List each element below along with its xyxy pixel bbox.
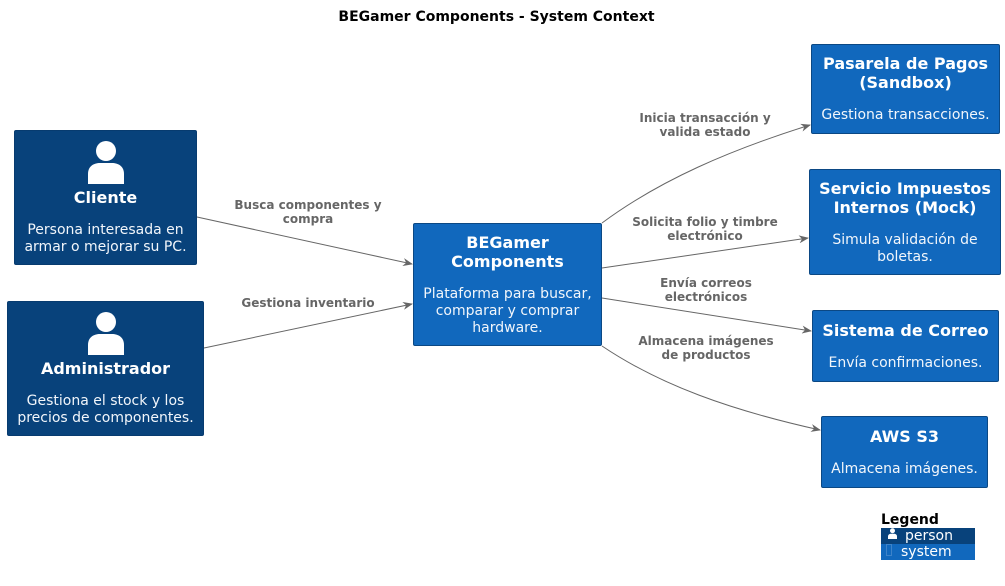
- name-line: AWS S3: [869, 426, 940, 446]
- desc-line: hardware.: [472, 319, 543, 336]
- node-name: BEGamer Components: [451, 233, 564, 271]
- edge-label-line: Inicia transacción y: [639, 111, 771, 125]
- legend-item-person: person: [881, 528, 975, 544]
- edge-label-line: Solicita folio y timbre: [632, 215, 778, 229]
- legend: Legend person system: [881, 512, 975, 560]
- node-administrador[interactable]: Administrador Gestiona el stock y los pr…: [7, 301, 204, 436]
- edge-label-begamer-correo: Envía correos electrónicos: [660, 276, 752, 304]
- edge-label-line: electrónicos: [664, 290, 748, 304]
- edge-label-line: de productos: [661, 348, 751, 362]
- desc-line: Gestiona el stock y los: [26, 392, 185, 409]
- edge-begamer-impuestos: [601, 235, 809, 269]
- edge-label-line: Envía correos: [660, 276, 752, 290]
- node-name: Sistema de Correo: [822, 321, 988, 340]
- name-line: Pasarela de Pagos: [823, 54, 988, 73]
- node-description: Plataforma para buscar, comparar y compr…: [423, 286, 591, 337]
- node-sistema-correo[interactable]: Sistema de Correo Envía confirmaciones.: [812, 310, 999, 382]
- legend-label: system: [901, 544, 952, 560]
- edge-label-line: Gestiona inventario: [241, 296, 375, 310]
- node-name: Cliente: [73, 187, 138, 207]
- legend-title: Legend: [881, 512, 939, 528]
- desc-line: precios de componentes.: [17, 409, 194, 426]
- person-icon: [87, 140, 124, 184]
- desc-line: boletas.: [877, 248, 933, 265]
- name-line: (Sandbox): [859, 73, 952, 92]
- edge-label-cliente-begamer: Busca componentes y compra: [234, 198, 381, 226]
- desc-line: comparar y comprar: [435, 302, 580, 319]
- edge-begamer-s3: [601, 345, 821, 432]
- person-icon: [87, 311, 124, 355]
- node-description: Envía confirmaciones.: [829, 355, 983, 372]
- edge-label-line: electrónico: [667, 229, 743, 243]
- desc-line: Almacena imágenes.: [831, 460, 978, 477]
- node-name: Pasarela de Pagos (Sandbox): [823, 54, 988, 92]
- edge-cliente-begamer: [196, 216, 413, 266]
- edge-label-line: Busca componentes y: [234, 198, 382, 212]
- desc-line: Plataforma para buscar,: [423, 285, 592, 302]
- node-description: Almacena imágenes.: [831, 461, 978, 478]
- node-description: Gestiona el stock y los precios de compo…: [17, 393, 193, 427]
- node-name: Servicio Impuestos Internos (Mock): [819, 179, 991, 217]
- name-line: Internos (Mock): [833, 197, 977, 217]
- edge-label-line: valida estado: [659, 125, 751, 139]
- node-description: Persona interesada en armar o mejorar su…: [24, 222, 186, 256]
- node-aws-s3[interactable]: AWS S3 Almacena imágenes.: [821, 416, 988, 488]
- name-line: Sistema de Correo: [822, 320, 989, 340]
- edge-label-line: compra: [282, 212, 334, 226]
- desc-line: Persona interesada en: [27, 221, 184, 238]
- name-line: Components: [451, 251, 564, 271]
- node-pasarela-pagos[interactable]: Pasarela de Pagos (Sandbox) Gestiona tra…: [811, 44, 1000, 134]
- legend-label: person: [905, 528, 953, 544]
- node-name: AWS S3: [870, 427, 939, 446]
- edge-begamer-pagos: [601, 123, 811, 224]
- edge-admin-begamer: [203, 301, 413, 349]
- edge-label-begamer-s3: Almacena imágenes de productos: [638, 334, 773, 362]
- diagram-title: BEGamer Components - System Context: [338, 9, 655, 25]
- desc-line: Simula validación de: [832, 231, 978, 248]
- desc-line: Envía confirmaciones.: [828, 354, 983, 371]
- edge-label-line: Almacena imágenes: [638, 334, 774, 348]
- edge-begamer-correo: [601, 297, 812, 334]
- desc-line: Gestiona transacciones.: [821, 107, 990, 123]
- edge-label-begamer-impuestos: Solicita folio y timbre electrónico: [632, 215, 777, 243]
- node-begamer-components[interactable]: BEGamer Components Plataforma para busca…: [413, 223, 602, 346]
- node-name: Administrador: [40, 358, 171, 378]
- edge-label-admin-begamer: Gestiona inventario: [241, 296, 374, 310]
- node-description: Simula validación de boletas.: [832, 232, 977, 266]
- name-line: Servicio Impuestos: [819, 178, 991, 198]
- node-description: Gestiona transacciones.: [821, 107, 989, 124]
- system-icon: [885, 543, 893, 561]
- legend-item-system: system: [881, 543, 975, 561]
- node-cliente[interactable]: Cliente Persona interesada en armar o me…: [14, 130, 197, 265]
- desc-line: armar o mejorar su PC.: [24, 238, 187, 255]
- name-line: BEGamer: [466, 232, 549, 252]
- person-icon: [885, 528, 899, 544]
- node-servicio-impuestos[interactable]: Servicio Impuestos Internos (Mock) Simul…: [809, 169, 1001, 275]
- edge-label-begamer-pagos: Inicia transacción y valida estado: [639, 111, 770, 139]
